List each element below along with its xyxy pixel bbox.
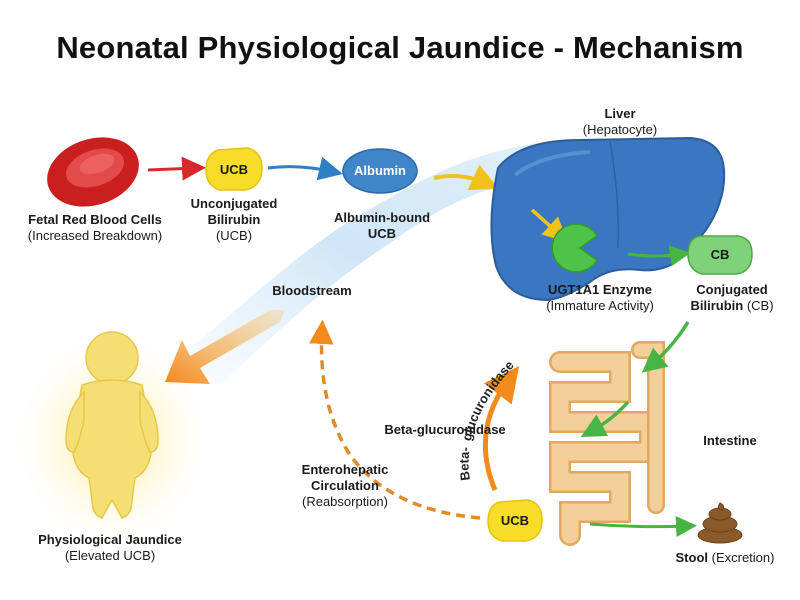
albumin-badge: Albumin	[354, 163, 406, 178]
liver-label: Liver (Hepatocyte)	[565, 106, 675, 138]
ucb-badge-shape	[205, 147, 263, 191]
cb-to-intestine-arrow	[641, 321, 690, 373]
ucb-name-line1: Unconjugated	[190, 196, 278, 211]
rbc-name: Fetal Red Blood Cells	[28, 212, 162, 227]
ucb-to-albumin-arrow	[267, 156, 343, 181]
stool-icon	[697, 502, 743, 544]
enterohepatic-line3: (Reabsorption)	[302, 494, 388, 509]
liver-shape	[490, 136, 726, 302]
diagram-title: Neonatal Physiological Jaundice - Mechan…	[56, 30, 744, 65]
ucb-lower-badge-shape	[487, 499, 543, 542]
enterohepatic-label: Enterohepatic Circulation (Reabsorption)	[280, 462, 410, 510]
enzyme-shape	[551, 223, 598, 273]
bloodstream-to-baby-arrow	[165, 310, 285, 384]
intestine-to-stool-arrow	[589, 516, 697, 537]
red-blood-cell-icon	[47, 137, 139, 207]
intestine-inner-arrow	[580, 400, 630, 438]
enzyme-label: UGT1A1 Enzyme (Immature Activity)	[528, 282, 672, 314]
cb-badge-shape	[687, 235, 753, 275]
rbc-label: Fetal Red Blood Cells (Increased Breakdo…	[0, 212, 190, 244]
liver-highlight	[513, 150, 591, 177]
stool-detail: (Excretion)	[711, 550, 775, 565]
enzyme-name: UGT1A1 Enzyme	[547, 282, 653, 297]
stool-label: Stool (Excretion)	[660, 550, 790, 566]
intestine-label: Intestine	[703, 433, 757, 448]
baby-label: Physiological Jaundice (Elevated UCB)	[10, 532, 210, 564]
baby-detail: (Elevated UCB)	[64, 548, 156, 563]
liver-name: Liver	[604, 106, 636, 121]
cb-detail: (CB)	[746, 298, 774, 313]
liver-lobe-line	[609, 141, 620, 249]
albumin-to-liver-arrow	[433, 164, 499, 191]
baby-name: Physiological Jaundice	[38, 532, 182, 547]
enterohepatic-line1: Enterohepatic	[301, 462, 389, 477]
ucb-label: Unconjugated Bilirubin (UCB)	[176, 196, 292, 244]
albumin-shape	[342, 148, 418, 194]
baby-icon	[65, 331, 159, 519]
cb-label: Conjugated Bilirubin (CB)	[674, 282, 790, 314]
enterohepatic-line2: Circulation	[311, 478, 379, 493]
intestine-icon	[549, 341, 665, 546]
cb-badge: CB	[710, 247, 730, 262]
liver-detail: (Hepatocyte)	[582, 122, 658, 137]
rbc-to-ucb-arrow	[147, 156, 206, 181]
enzyme-to-cb-arrow	[627, 245, 691, 267]
beta-glucuronidase-arrow	[482, 366, 520, 491]
albumin-name-line1: Albumin-bound	[333, 210, 431, 225]
ucb-detail: (UCB)	[215, 228, 253, 243]
ucb-name-line2: Bilirubin	[207, 212, 261, 227]
enterohepatic-arrow	[309, 319, 481, 520]
enzyme-detail: (Immature Activity)	[546, 298, 654, 313]
albumin-name-line2: UCB	[367, 226, 397, 241]
bloodstream-label: Bloodstream	[272, 283, 352, 298]
albumin-label: Albumin-bound UCB	[320, 210, 444, 242]
beta-glucuronidase-label: Beta-glucuronidase	[384, 422, 506, 437]
ucb-lower-badge: UCB	[500, 513, 530, 528]
cb-name-line1: Conjugated	[696, 282, 768, 297]
rbc-detail: (Increased Breakdown)	[27, 228, 163, 243]
stool-name: Stool	[675, 550, 709, 565]
ucb-badge: UCB	[219, 162, 249, 177]
cb-name-line2: Bilirubin	[690, 298, 744, 313]
